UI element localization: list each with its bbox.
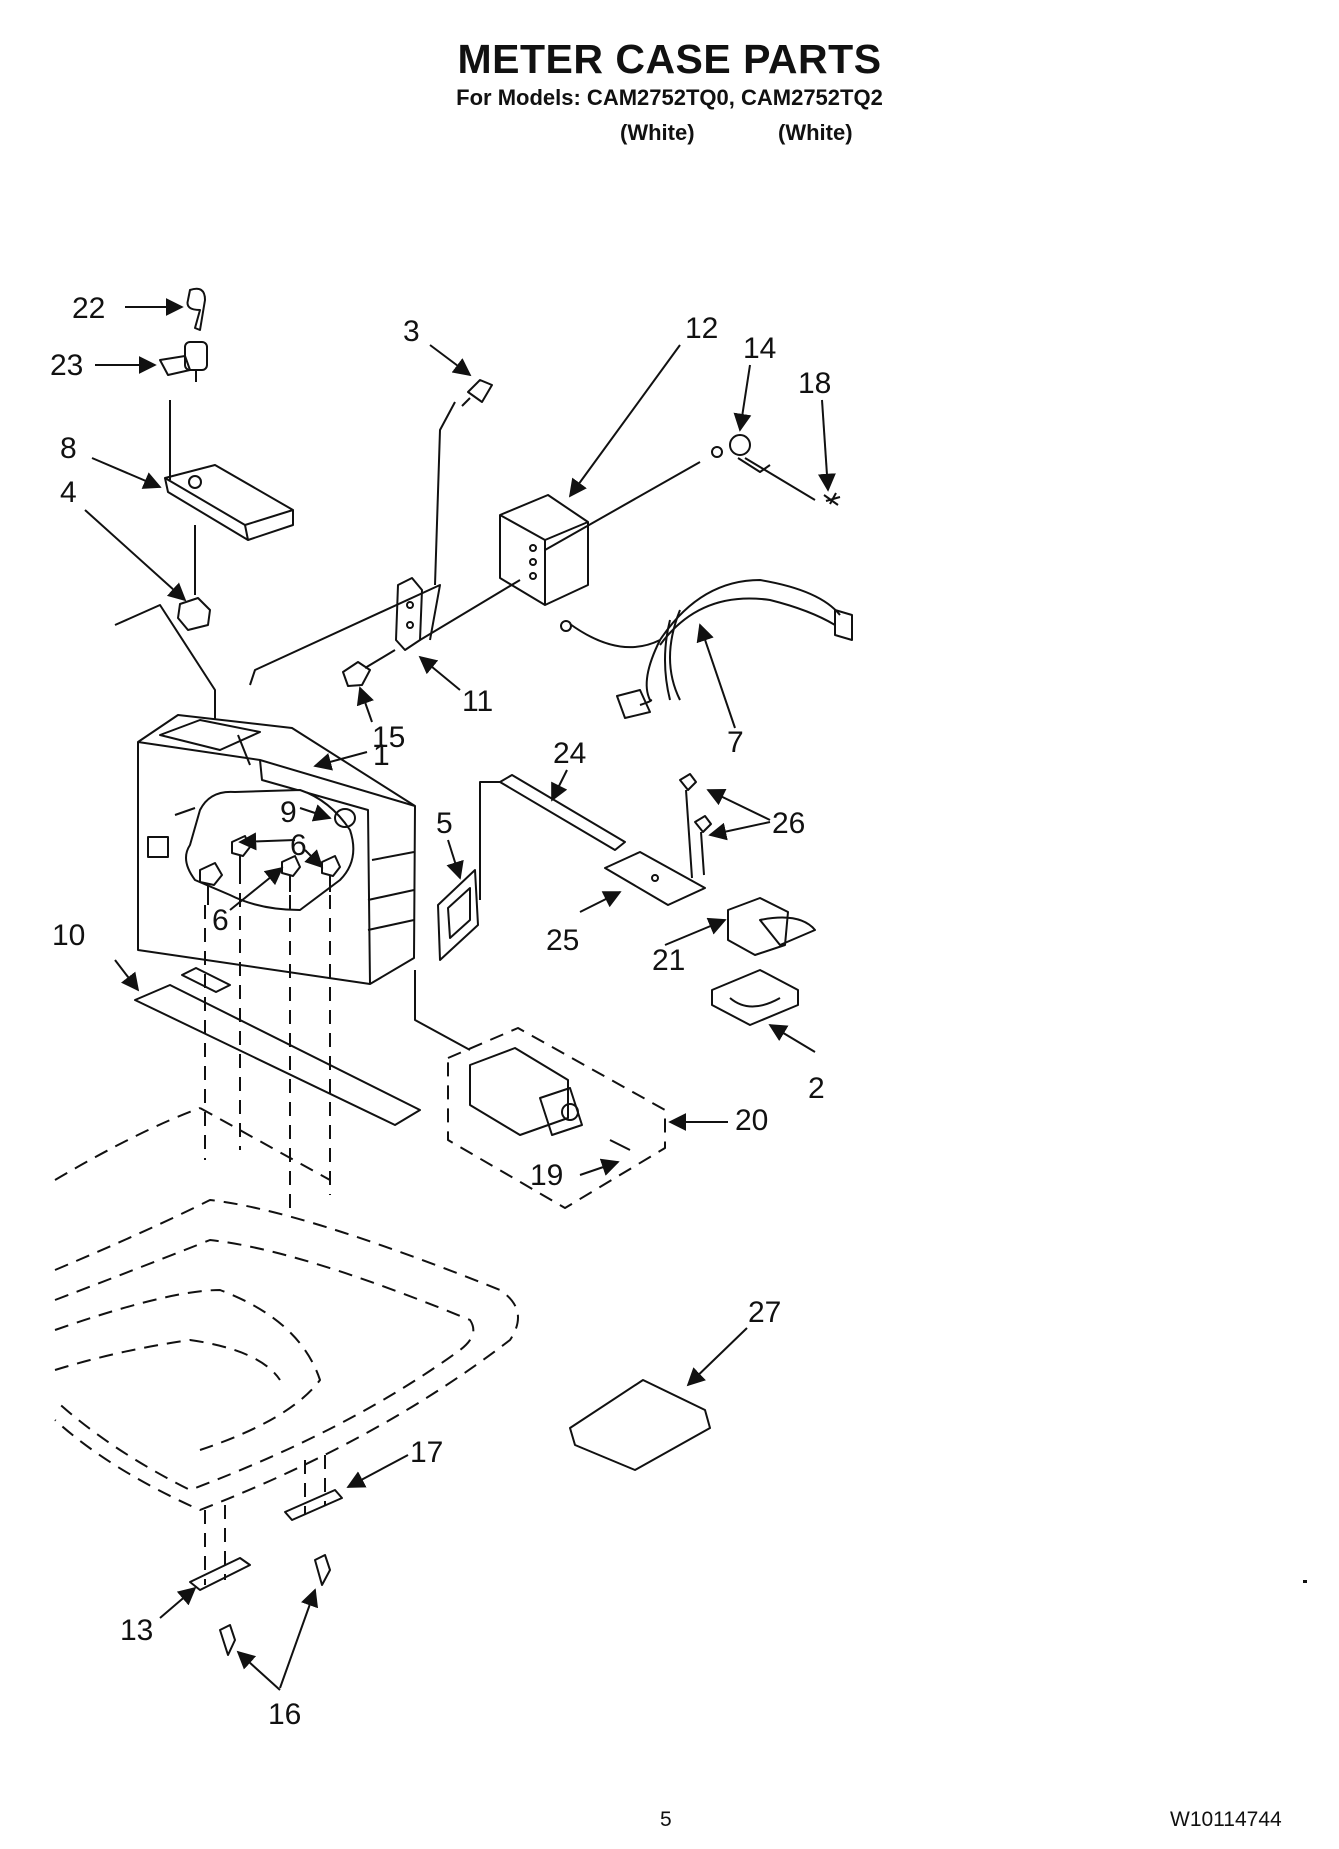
cover-plate bbox=[164, 464, 294, 541]
screws-16 bbox=[219, 1554, 331, 1656]
callout-23: 23 bbox=[50, 349, 83, 382]
callout-4: 4 bbox=[60, 476, 77, 509]
callout-26: 26 bbox=[772, 807, 805, 840]
document-number: W10114744 bbox=[1170, 1808, 1282, 1831]
callout-16: 16 bbox=[268, 1698, 301, 1731]
callout-25: 25 bbox=[546, 924, 579, 957]
mounting-lines bbox=[204, 870, 331, 1215]
gasket-10 bbox=[134, 984, 421, 1126]
callout-27: 27 bbox=[748, 1296, 781, 1329]
lock-key bbox=[186, 287, 206, 331]
slide-rail-24 bbox=[499, 774, 626, 851]
leader-lines-4-8 bbox=[114, 400, 441, 720]
callout-20: 20 bbox=[735, 1104, 768, 1137]
model-color-2: (White) bbox=[778, 120, 853, 145]
callout-3: 3 bbox=[403, 315, 420, 348]
page-number: 5 bbox=[660, 1808, 672, 1831]
spring-18 bbox=[823, 492, 841, 506]
callout-12: 12 bbox=[685, 312, 718, 345]
callout-6-lower: 6 bbox=[212, 904, 229, 937]
callout-15: 15 bbox=[372, 721, 405, 754]
bracket-13 bbox=[189, 1557, 251, 1591]
scan-speck bbox=[1303, 1580, 1307, 1583]
lock-cylinder bbox=[159, 341, 208, 382]
callout-6: 6 bbox=[290, 829, 307, 862]
page-title: METER CASE PARTS bbox=[457, 36, 882, 82]
meter-case bbox=[137, 714, 416, 985]
callout-19: 19 bbox=[530, 1159, 563, 1192]
control-box bbox=[419, 461, 701, 641]
callout-5: 5 bbox=[436, 807, 453, 840]
callout-labels: 22 23 8 4 3 12 14 18 11 15 7 1 24 9 6 5 … bbox=[50, 292, 831, 1731]
coin-cup-2 bbox=[711, 969, 799, 1026]
plate-25 bbox=[604, 851, 706, 906]
screws-26 bbox=[679, 773, 712, 879]
callout-2: 2 bbox=[808, 1072, 825, 1105]
wire-harness bbox=[560, 579, 853, 719]
callout-13: 13 bbox=[120, 1614, 153, 1647]
switch-14 bbox=[711, 434, 816, 501]
callout-8: 8 bbox=[60, 432, 77, 465]
callout-10: 10 bbox=[52, 919, 85, 952]
bracket-17 bbox=[284, 1489, 343, 1521]
callout-arrows bbox=[84, 298, 836, 1691]
knob-9 bbox=[334, 808, 356, 828]
callout-22: 22 bbox=[72, 292, 105, 325]
coin-box-20 bbox=[414, 970, 666, 1209]
coin-chute-21 bbox=[727, 897, 816, 956]
callout-14: 14 bbox=[743, 332, 776, 365]
latch-clip bbox=[177, 597, 211, 631]
callout-17: 17 bbox=[410, 1436, 443, 1469]
callout-1: 1 bbox=[373, 739, 390, 772]
callout-18: 18 bbox=[798, 367, 831, 400]
gasket-5 bbox=[437, 869, 479, 961]
model-list: For Models: CAM2752TQ0, CAM2752TQ2 bbox=[456, 85, 883, 110]
callout-11: 11 bbox=[462, 685, 493, 718]
mounting-lines-lower bbox=[204, 1455, 326, 1585]
callout-21: 21 bbox=[652, 944, 685, 977]
bracket-11 bbox=[395, 577, 423, 651]
washer-top-outline bbox=[54, 1107, 519, 1511]
screw-15 bbox=[342, 649, 396, 687]
callout-24: 24 bbox=[553, 737, 586, 770]
callout-9: 9 bbox=[280, 796, 297, 829]
callout-7: 7 bbox=[727, 726, 744, 759]
screw-3 bbox=[461, 379, 493, 407]
instruction-sheet-27 bbox=[569, 1379, 711, 1471]
page-header: METER CASE PARTS For Models: CAM2752TQ0,… bbox=[0, 36, 1339, 111]
model-color-1: (White) bbox=[620, 120, 695, 145]
